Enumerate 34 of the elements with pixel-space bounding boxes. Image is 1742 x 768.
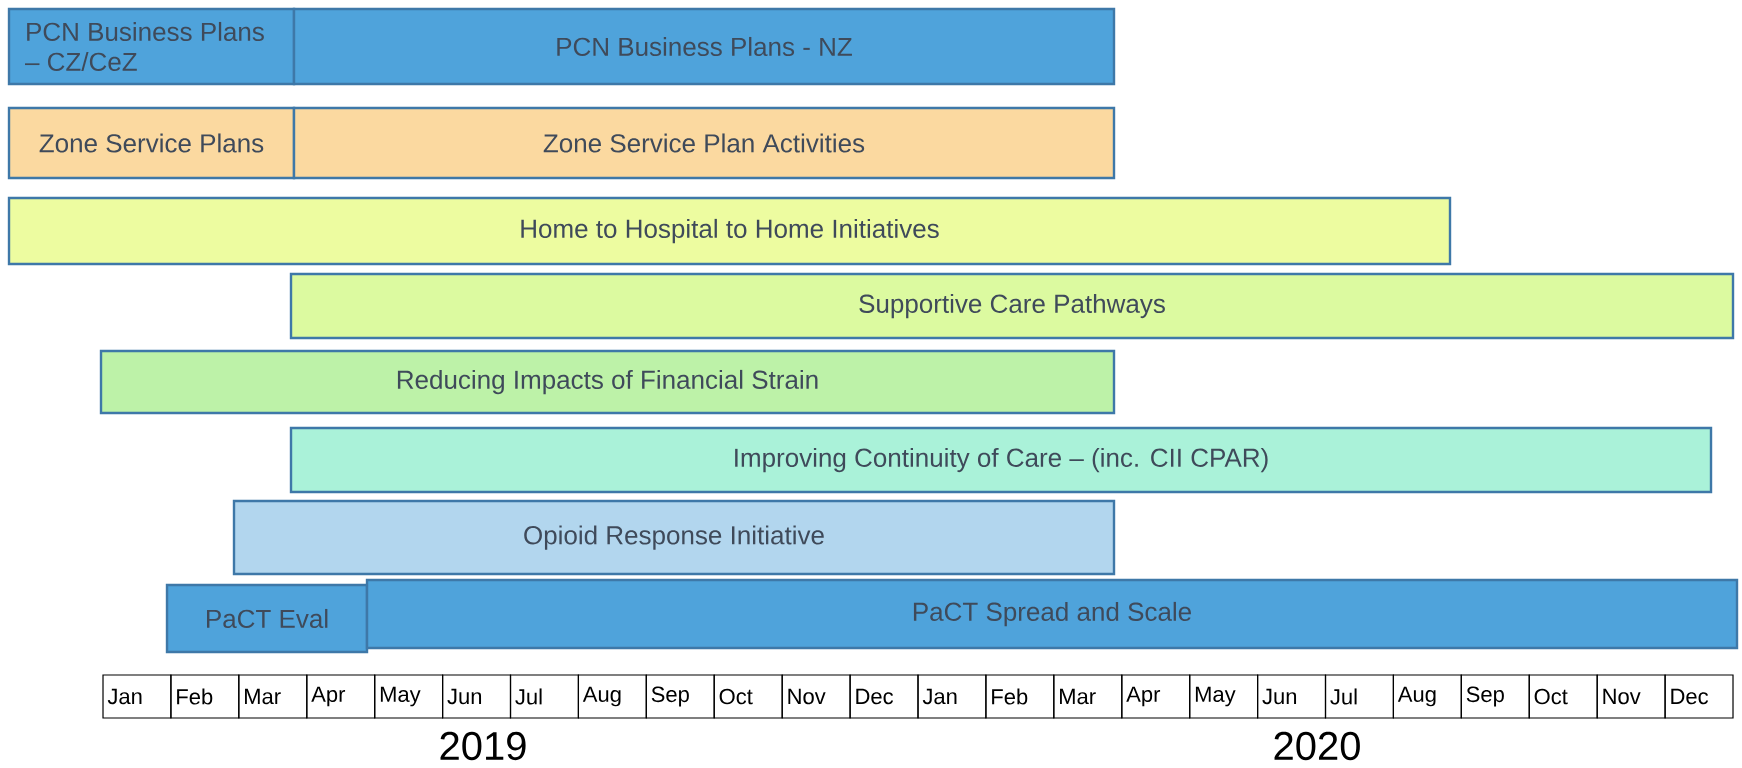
month-cell: Dec	[849, 674, 919, 719]
bar: Opioid Response Initiative	[232, 499, 1116, 576]
month-cell: Jan	[102, 674, 172, 719]
month-cell: Aug	[577, 674, 647, 719]
month-cell: Jan	[917, 674, 987, 719]
bar: PaCT Eval	[165, 583, 369, 654]
month-cell: Sep	[1460, 674, 1530, 719]
month-cell: Jul	[1324, 674, 1394, 719]
month-cell: Nov	[1596, 674, 1666, 719]
bar: Supportive Care Pathways	[289, 272, 1735, 340]
month-cell: Dec	[1664, 674, 1734, 719]
month-cell: Oct	[1528, 674, 1598, 719]
month-cell: Jul	[509, 674, 579, 719]
month-cell: Jun	[442, 674, 512, 719]
month-cell: Apr	[1121, 674, 1191, 719]
year-label: 2019	[440, 731, 526, 761]
bar: Home to Hospital to Home Initiatives	[7, 196, 1452, 266]
month-cell: Aug	[1392, 674, 1462, 719]
month-cell: Sep	[645, 674, 715, 719]
bar: Zone Service Plans	[7, 106, 296, 180]
month-cell: Jun	[1257, 674, 1327, 719]
month-cell: Feb	[170, 674, 240, 719]
month-cell: Oct	[713, 674, 783, 719]
bar: Improving Continuity of Care – (inc. CII CPAR)	[289, 426, 1713, 494]
bar: PCN Business Plans – CZ/CeZ	[7, 7, 296, 86]
month-cell: Apr	[306, 674, 376, 719]
month-cell: Feb	[985, 674, 1055, 719]
month-cell: Nov	[781, 674, 851, 719]
month-cell: May	[374, 674, 444, 719]
bar: Reducing Impacts of Financial Strain	[99, 349, 1116, 415]
month-cell: May	[1189, 674, 1259, 719]
month-cell: Mar	[238, 674, 308, 719]
month-cell: Mar	[1053, 674, 1123, 719]
year-label: 2020	[1274, 731, 1360, 761]
